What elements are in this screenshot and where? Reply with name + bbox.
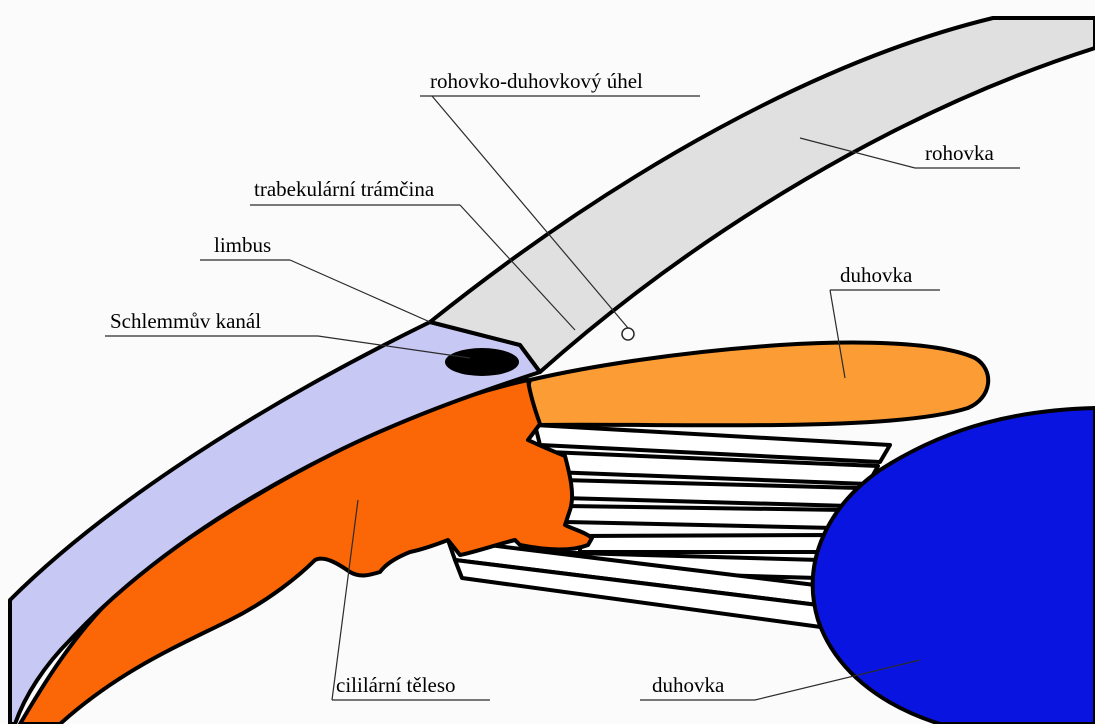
label-cornea: rohovka bbox=[925, 141, 994, 165]
label-iris: duhovka bbox=[840, 263, 913, 287]
label-limbus: limbus bbox=[214, 233, 271, 257]
zonule-fiber-4 bbox=[566, 506, 845, 528]
label-angle: rohovko-duhovkový úhel bbox=[430, 69, 643, 93]
label-trabecular: trabekulární trámčina bbox=[254, 177, 435, 201]
angle-marker bbox=[622, 328, 634, 340]
label-lens: duhovka bbox=[652, 673, 725, 697]
zonule-fiber-5 bbox=[580, 535, 828, 552]
schlemm-canal-shape bbox=[445, 348, 519, 376]
label-ciliary: cililární těleso bbox=[336, 673, 456, 697]
label-schlemm: Schlemmův kanál bbox=[110, 309, 261, 333]
